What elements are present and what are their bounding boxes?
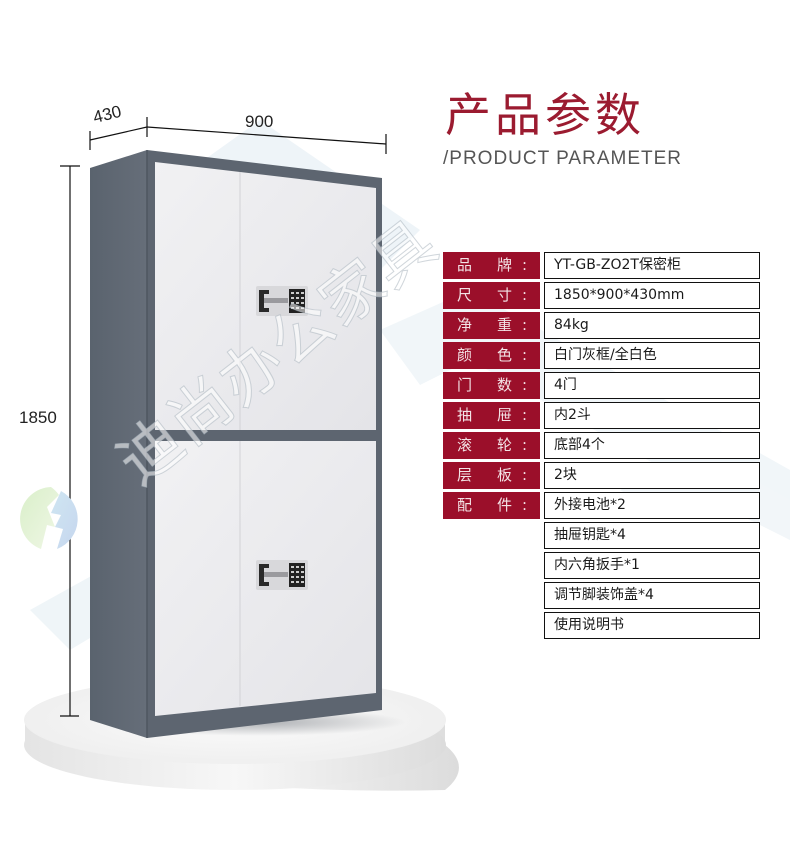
spec-value: 84kg [544, 312, 760, 339]
page-title: 产品参数 [445, 88, 645, 142]
spec-value: 调节脚装饰盖*4 [544, 582, 760, 609]
spec-value: 白门灰框/全白色 [544, 342, 760, 369]
spec-value: 1850*900*430mm [544, 282, 760, 309]
spec-value: 内2斗 [544, 402, 760, 429]
spec-label: 滚轮: [443, 432, 540, 459]
spec-label: 层板: [443, 462, 540, 489]
spec-value: 外接电池*2 [544, 492, 760, 519]
spec-label: 品牌: [443, 252, 540, 279]
brand-logo-icon [20, 487, 78, 549]
spec-label: 尺寸: [443, 282, 540, 309]
spec-value: YT-GB-ZO2T保密柜 [544, 252, 760, 279]
dimension-width-label: 900 [245, 112, 274, 131]
spec-value: 内六角扳手*1 [544, 552, 760, 579]
spec-label: 门数: [443, 372, 540, 399]
page-subtitle: /PRODUCT PARAMETER [443, 148, 682, 169]
spec-label: 颜色: [443, 342, 540, 369]
spec-label: 净重: [443, 312, 540, 339]
spec-value: 使用说明书 [544, 612, 760, 639]
spec-label: 抽屉: [443, 402, 540, 429]
spec-value: 4门 [544, 372, 760, 399]
spec-value: 底部4个 [544, 432, 760, 459]
spec-value: 2块 [544, 462, 760, 489]
spec-value: 抽屉钥匙*4 [544, 522, 760, 549]
dimension-height-label: 1850 [19, 408, 57, 427]
spec-label: 配件: [443, 492, 540, 519]
